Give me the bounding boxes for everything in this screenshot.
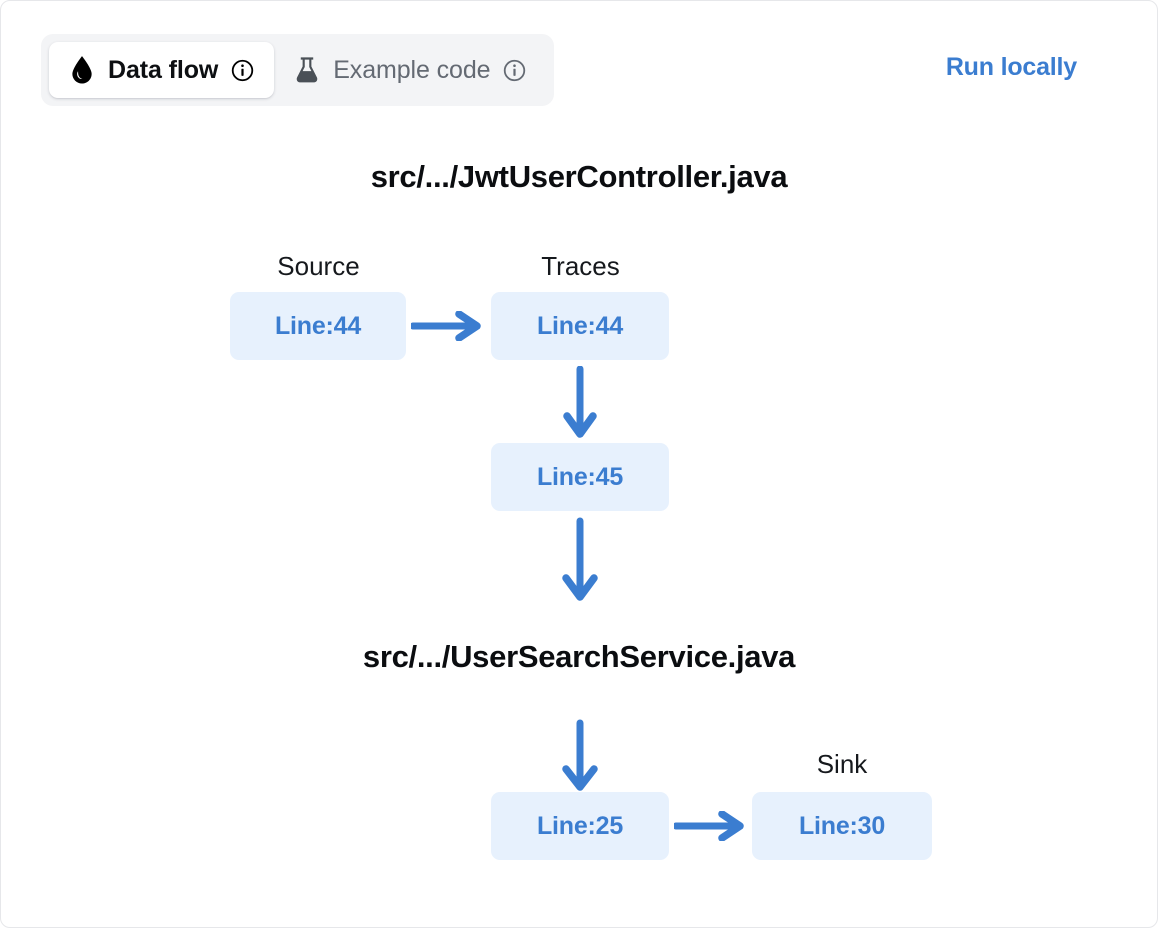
arrow-down-icon xyxy=(557,365,603,449)
flask-icon xyxy=(294,55,320,85)
file-title-jwtusercontroller: src/.../JwtUserController.java xyxy=(370,159,788,194)
arrow-down-icon xyxy=(554,719,606,804)
droplet-icon xyxy=(69,55,95,85)
run-locally-button[interactable]: Run locally xyxy=(945,53,1077,81)
info-icon[interactable] xyxy=(503,59,526,82)
arrow-down-icon xyxy=(554,517,606,614)
tab-label: Example code xyxy=(333,55,491,84)
column-label-traces: Traces xyxy=(541,251,620,281)
node-trace-line-44[interactable]: Line:44 xyxy=(491,292,669,360)
tab-data-flow[interactable]: Data flow xyxy=(49,42,275,98)
arrow-right-icon xyxy=(409,310,487,346)
data-flow-diagram: src/.../JwtUserController.java Source Tr… xyxy=(1,133,1157,927)
column-label-sink: Sink xyxy=(816,749,868,779)
tab-label: Data flow xyxy=(108,55,219,84)
column-label-source: Source xyxy=(277,251,360,281)
tab-example-code[interactable]: Example code xyxy=(274,42,546,98)
node-sink-line-30[interactable]: Line:30 xyxy=(752,792,932,860)
header: Data flow Example code xyxy=(1,1,1157,133)
info-icon[interactable] xyxy=(231,59,254,82)
node-source-line-44[interactable]: Line:44 xyxy=(230,292,406,360)
arrow-right-icon xyxy=(672,810,750,846)
node-trace-line-25[interactable]: Line:25 xyxy=(491,792,669,860)
file-title-usersearchservice: src/.../UserSearchService.java xyxy=(362,639,796,674)
node-trace-line-45[interactable]: Line:45 xyxy=(491,443,669,511)
tab-group: Data flow Example code xyxy=(41,34,555,106)
